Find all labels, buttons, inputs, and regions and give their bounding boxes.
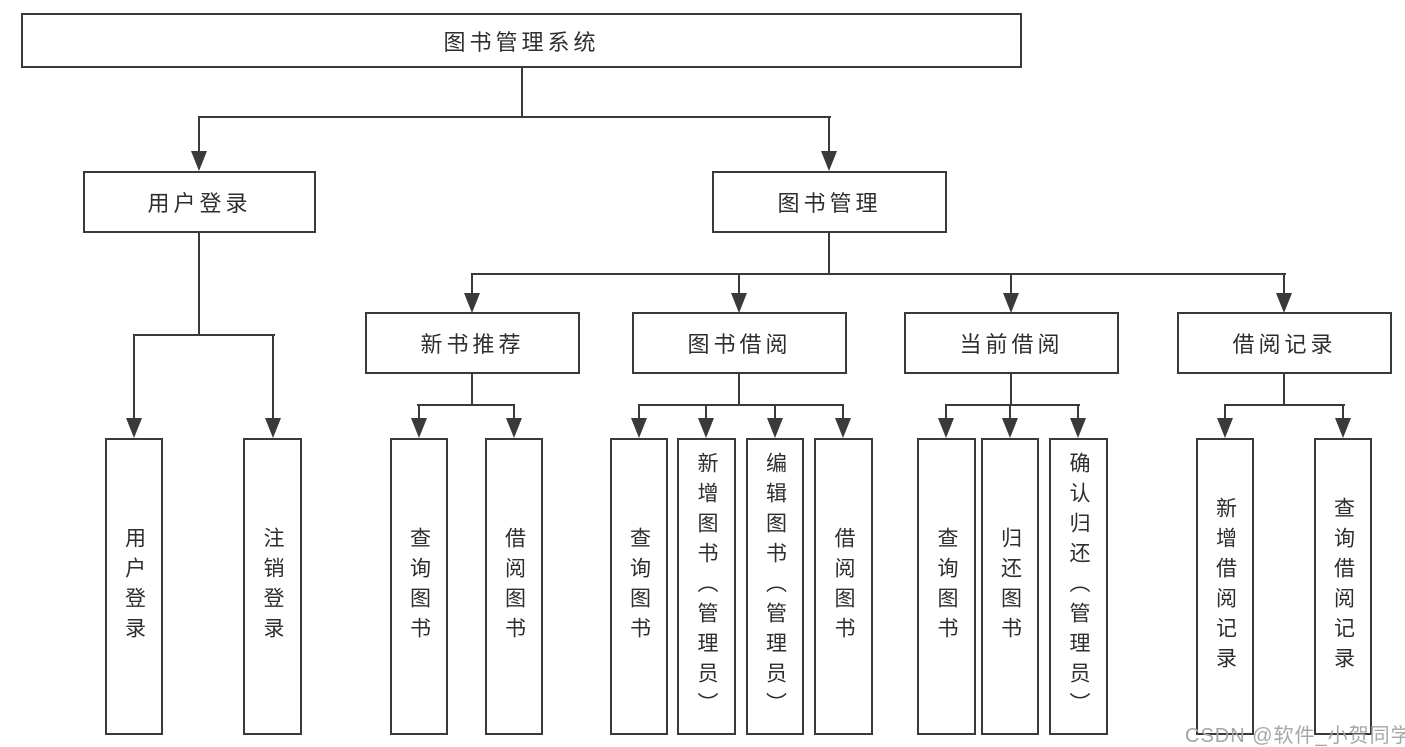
connector-hline: [471, 273, 1286, 275]
arrowhead-down-icon: [698, 418, 714, 438]
arrowhead-down-icon: [126, 418, 142, 438]
leaf-label: 归还图书: [998, 526, 1022, 647]
leaf-label: 查询图书: [627, 526, 651, 647]
arrowhead-down-icon: [767, 418, 783, 438]
connector-vline: [638, 404, 640, 418]
arrowhead-down-icon: [731, 293, 747, 313]
leaf-label: 查询图书: [935, 526, 959, 647]
connector-vline: [1224, 404, 1226, 418]
connector-vline: [418, 404, 420, 418]
connector-vline: [705, 404, 707, 418]
arrowhead-down-icon: [1276, 293, 1292, 313]
leaf-label: 编辑图书（管理员）: [763, 451, 787, 722]
node-leaf-user-login: 用户登录: [105, 438, 163, 735]
arrowhead-down-icon: [1003, 293, 1019, 313]
connector-vline: [1342, 404, 1344, 418]
leaf-label: 用户登录: [122, 526, 146, 647]
node-book-borrowing: 图书借阅: [632, 312, 847, 374]
leaf-label: 新增图书（管理员）: [695, 451, 719, 722]
node-leaf-borrow-books: 借阅图书: [814, 438, 873, 735]
arrowhead-down-icon: [835, 418, 851, 438]
node-user-login: 用户登录: [83, 171, 316, 233]
connector-hline: [417, 404, 515, 406]
connector-vline: [774, 404, 776, 418]
csdn-watermark: CSDN @软件_小贺同学: [1185, 725, 1405, 747]
arrowhead-down-icon: [464, 293, 480, 313]
node-leaf-query-books-current: 查询图书: [917, 438, 976, 735]
connector-vline: [1077, 404, 1079, 418]
connector-hline: [198, 116, 831, 118]
connector-hline: [638, 404, 844, 406]
node-book-management: 图书管理: [712, 171, 947, 233]
node-current-borrowing: 当前借阅: [904, 312, 1119, 374]
connector-vline: [1010, 273, 1012, 293]
node-library-management-system: 图书管理系统: [21, 13, 1022, 68]
connector-vline: [133, 334, 135, 419]
arrowhead-down-icon: [1002, 418, 1018, 438]
connector-vline: [828, 233, 830, 275]
connector-vline: [738, 273, 740, 293]
connector-vline: [272, 334, 274, 419]
connector-vline: [521, 68, 523, 118]
leaf-label: 新增借阅记录: [1213, 496, 1237, 677]
leaf-label: 注销登录: [261, 526, 285, 647]
arrowhead-down-icon: [821, 151, 837, 171]
node-new-book-recommendation: 新书推荐: [365, 312, 580, 374]
arrowhead-down-icon: [191, 151, 207, 171]
node-leaf-borrow-books-recommend: 借阅图书: [485, 438, 543, 735]
connector-vline: [471, 374, 473, 406]
node-leaf-add-borrow-record: 新增借阅记录: [1196, 438, 1254, 735]
node-leaf-add-book-admin: 新增图书（管理员）: [677, 438, 736, 735]
node-leaf-logout: 注销登录: [243, 438, 302, 735]
leaf-label: 查询图书: [407, 526, 431, 647]
arrowhead-down-icon: [1070, 418, 1086, 438]
connector-vline: [1283, 374, 1285, 406]
arrowhead-down-icon: [265, 418, 281, 438]
connector-vline: [1010, 374, 1012, 406]
connector-vline: [842, 404, 844, 418]
node-borrowing-records: 借阅记录: [1177, 312, 1392, 374]
connector-vline: [828, 116, 830, 152]
connector-vline: [1009, 404, 1011, 418]
node-leaf-query-borrow-record: 查询借阅记录: [1314, 438, 1372, 735]
connector-vline: [738, 374, 740, 406]
connector-vline: [198, 233, 200, 336]
connector-hline: [1224, 404, 1345, 406]
leaf-label: 查询借阅记录: [1331, 496, 1355, 677]
arrowhead-down-icon: [506, 418, 522, 438]
node-leaf-query-books-borrowing: 查询图书: [610, 438, 668, 735]
arrowhead-down-icon: [1217, 418, 1233, 438]
connector-vline: [471, 273, 473, 293]
leaf-label: 确认归还（管理员）: [1067, 451, 1091, 722]
connector-hline: [133, 334, 275, 336]
connector-vline: [513, 404, 515, 418]
node-leaf-edit-book-admin: 编辑图书（管理员）: [746, 438, 804, 735]
arrowhead-down-icon: [411, 418, 427, 438]
node-leaf-query-books-recommend: 查询图书: [390, 438, 448, 735]
connector-vline: [1283, 273, 1285, 293]
node-leaf-return-books: 归还图书: [981, 438, 1039, 735]
connector-hline: [945, 404, 1080, 406]
connector-vline: [198, 116, 200, 152]
leaf-label: 借阅图书: [832, 526, 856, 647]
connector-vline: [945, 404, 947, 418]
arrowhead-down-icon: [631, 418, 647, 438]
leaf-label: 借阅图书: [502, 526, 526, 647]
node-leaf-confirm-return-admin: 确认归还（管理员）: [1049, 438, 1108, 735]
arrowhead-down-icon: [938, 418, 954, 438]
arrowhead-down-icon: [1335, 418, 1351, 438]
